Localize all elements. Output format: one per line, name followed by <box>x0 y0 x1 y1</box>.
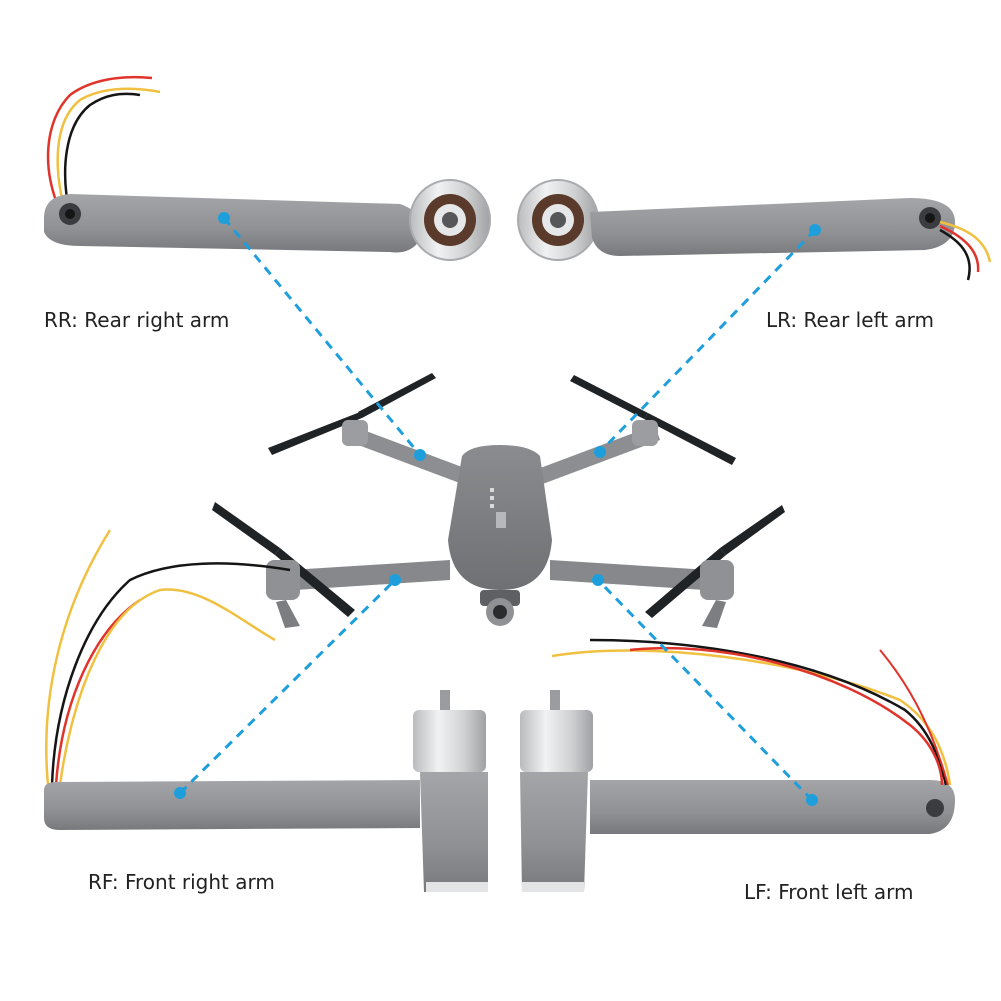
rear-right-arm-wires <box>46 75 153 216</box>
rear-left-arm <box>517 179 992 281</box>
front-right-arm <box>44 529 488 892</box>
leader-line-rear-right <box>222 217 422 456</box>
label-front-left-arm: LF: Front left arm <box>744 880 914 904</box>
dot-front-left-arm <box>806 794 818 806</box>
dot-front-right-arm <box>174 787 186 799</box>
front-left-arm-wires <box>551 649 952 786</box>
leader-lines <box>178 217 817 802</box>
leader-line-front-left <box>596 578 814 802</box>
leader-line-front-right <box>178 578 397 795</box>
dot-front-right-drone <box>389 574 401 586</box>
label-rear-left-arm: LR: Rear left arm <box>766 308 935 332</box>
label-front-right-arm: RF: Front right arm <box>88 870 275 894</box>
front-right-arm-wires <box>45 529 112 786</box>
rear-right-arm <box>44 75 491 261</box>
front-left-arm <box>520 638 955 892</box>
rear-left-arm-wires <box>939 220 992 263</box>
dot-rear-right-drone <box>414 449 426 461</box>
leader-dots <box>174 212 821 806</box>
leader-line-rear-left <box>598 228 817 454</box>
dot-front-left-drone <box>592 574 604 586</box>
label-rear-right-arm: RR: Rear right arm <box>44 308 230 332</box>
dot-rear-right-arm <box>218 212 230 224</box>
propeller <box>268 412 362 455</box>
dot-rear-left-arm <box>809 224 821 236</box>
dot-rear-left-drone <box>594 446 606 458</box>
drone-assembly <box>212 373 785 628</box>
